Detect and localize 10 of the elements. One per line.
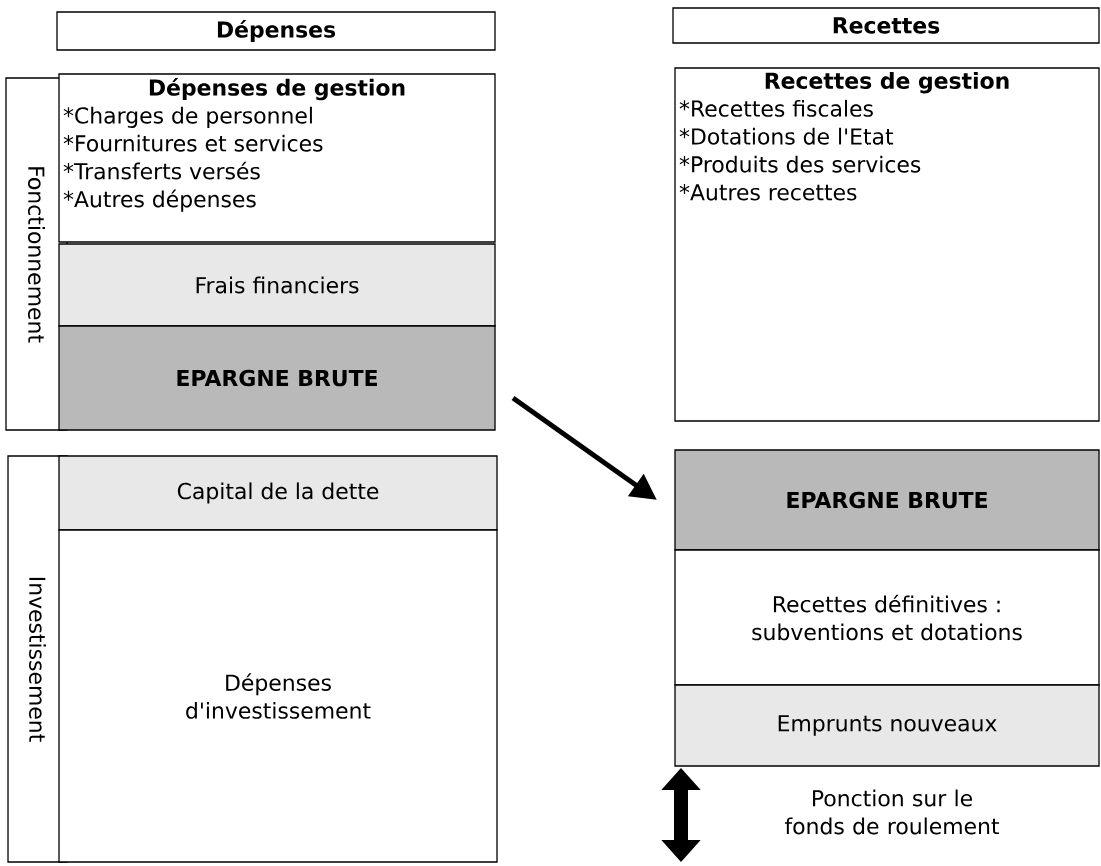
note-text: Ponction sur le fonds de roulement — [784, 789, 1000, 835]
category-box: Frais financiers — [58, 243, 496, 327]
header-box: Recettes — [672, 7, 1100, 44]
category-box: EPARGNE BRUTE — [58, 325, 496, 431]
header-box: Dépenses — [56, 11, 496, 51]
category-box: Capital de la dette — [58, 455, 498, 531]
category-box: Emprunts nouveaux — [674, 684, 1100, 767]
category-box: Recettes de gestion *Recettes fiscales *Dotations de l'Etat *Produits des services *Autres recettes — [674, 67, 1100, 422]
category-box: EPARGNE BRUTE — [674, 449, 1100, 551]
category-box: Recettes définitives : subventions et dotations — [674, 549, 1100, 686]
